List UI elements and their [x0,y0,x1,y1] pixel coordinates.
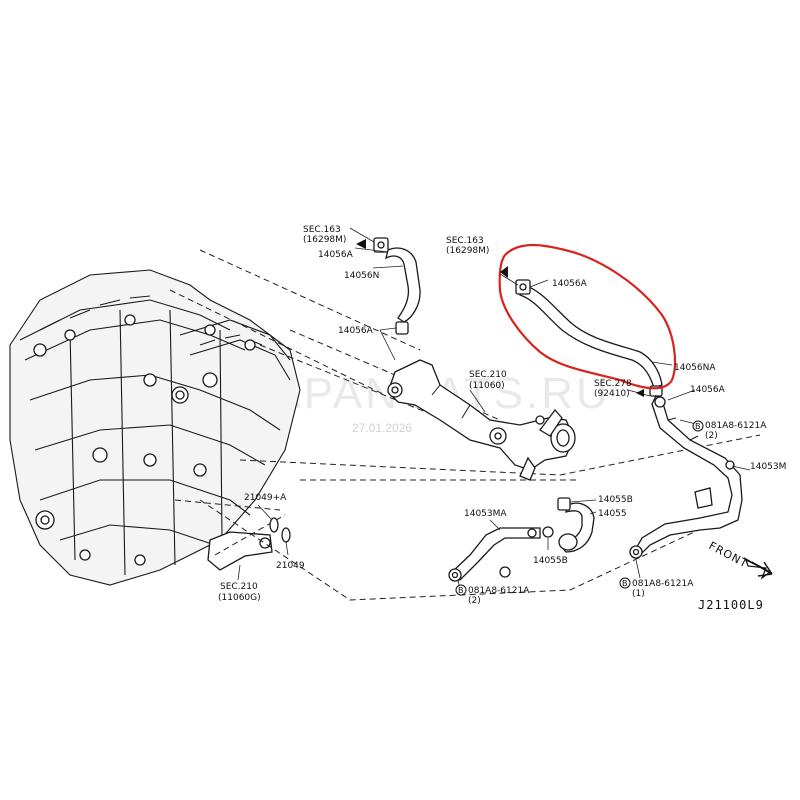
svg-text:B: B [695,422,701,431]
label-21049A: 21049+A [244,493,287,503]
label-sec163-top: SEC.163 [303,225,341,235]
svg-text:B: B [622,579,628,588]
label-14053MA: 14053MA [464,509,507,519]
label-sec163-right: SEC.163 [446,236,484,246]
arrow-left-icon [636,389,644,397]
highlight-outline [498,243,677,390]
label-sec278: SEC.278 [594,379,632,389]
arrow-down-right-icon [743,557,773,580]
label-14055B-low: 14055B [533,556,568,566]
label-bolt-081A8-top: 081A8-6121A [705,421,767,431]
label-bolt-081A8-right: 081A8-6121A [632,579,694,589]
label-sec210-bottom-ref: (11060G) [218,593,261,603]
label-sec210-top: SEC.210 [469,370,507,380]
pipe-14053M [629,395,743,559]
label-14056A-right: 14056A [690,385,726,395]
circle-b-icon: B [455,584,467,596]
engine-block [9,269,301,586]
pipe-14053MA [448,527,541,582]
water-outlet-assembly [387,359,576,481]
arrow-left-icon [356,239,366,249]
label-14056N: 14056N [344,271,379,281]
label-sec163-top-ref: (16298M) [303,235,346,245]
label-14055B: 14055B [598,495,633,505]
label-bolt-081A8-low: 081A8-6121A [468,586,530,596]
label-sec163-right-ref: (16298M) [446,246,489,256]
label-21049: 21049 [276,561,305,571]
label-bolt-qty-low: (2) [468,596,481,606]
diagram-code: J21100L9 [698,598,764,612]
hose-14055 [542,497,595,553]
hose-14056N [373,237,421,335]
label-14055: 14055 [598,509,627,519]
label-bolt-qty-right: (1) [632,589,645,599]
watermark-date: 27.01.2026 [352,421,412,435]
o-ring-21049 [269,517,291,543]
arrow-left-icon [500,266,508,278]
circle-b-icon: B [692,420,704,432]
label-14053M: 14053M [750,462,786,472]
svg-text:B: B [458,586,464,595]
label-sec210-bottom: SEC.210 [220,582,258,592]
label-14056A-mid: 14056A [338,326,374,336]
label-14056A-top: 14056A [318,250,354,260]
label-14056NA: 14056NA [674,363,716,373]
label-bolt-qty-top: (2) [705,431,718,441]
circle-b-icon: B [619,577,631,589]
label-14056A-red: 14056A [552,279,588,289]
label-sec278-ref: (92410) [594,389,630,399]
label-sec210-top-ref: (11060) [469,381,505,391]
front-label: FRONT [707,539,751,570]
